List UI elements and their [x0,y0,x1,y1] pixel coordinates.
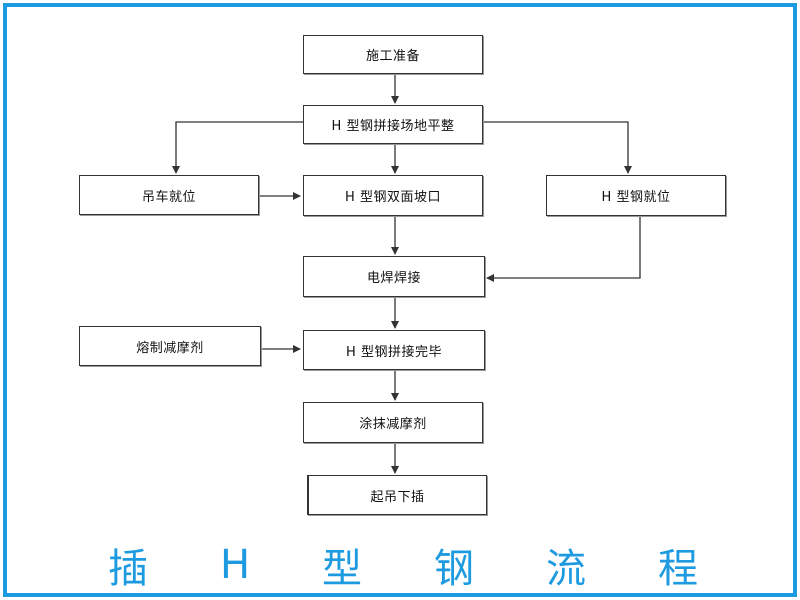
step-steel-in-position: H 型钢就位 [546,175,726,216]
footer-title: 插 H 型 钢 流 程 [108,538,698,592]
step-melt-lubricant: 熔制减摩剂 [79,326,261,366]
footer-char: 型 [322,546,363,592]
step-melt-lubricant-label: 熔制减摩剂 [136,340,204,356]
arrow-steel-pos-to-weld [486,216,641,282]
arrow-level-to-crane [172,121,303,174]
step-level-site: H 型钢拼接场地平整 [303,105,483,144]
footer-char: 钢 [434,546,475,592]
step-level-site-label: H 型钢拼接场地平整 [331,119,455,134]
step-lift-insert-label: 起吊下插 [370,489,425,505]
step-weld-label: 电焊焊接 [366,271,421,286]
footer-char: 流 [546,546,587,592]
step-steel-in-position-label: H 型钢就位 [601,190,671,205]
arrow-level-to-steel-pos [483,121,632,174]
step-lift-insert: 起吊下插 [307,475,487,515]
step-weld: 电焊焊接 [303,256,485,297]
step-prep-label: 施工准备 [365,49,420,64]
footer-char: 程 [658,546,698,592]
step-splice-complete-label: H 型钢拼接完毕 [346,344,442,360]
step-crane-in-position: 吊车就位 [79,175,259,215]
step-double-bevel-label: H 型钢双面坡口 [345,190,441,205]
step-apply-lubricant-label: 涂抹减摩剂 [359,417,427,432]
step-prep: 施工准备 [303,35,483,74]
footer-char: H [219,542,251,588]
step-crane-in-position-label: 吊车就位 [141,189,196,205]
footer-char: 插 [108,546,148,592]
step-double-bevel: H 型钢双面坡口 [303,175,483,216]
step-splice-complete: H 型钢拼接完毕 [303,330,485,370]
step-apply-lubricant: 涂抹减摩剂 [303,402,483,443]
